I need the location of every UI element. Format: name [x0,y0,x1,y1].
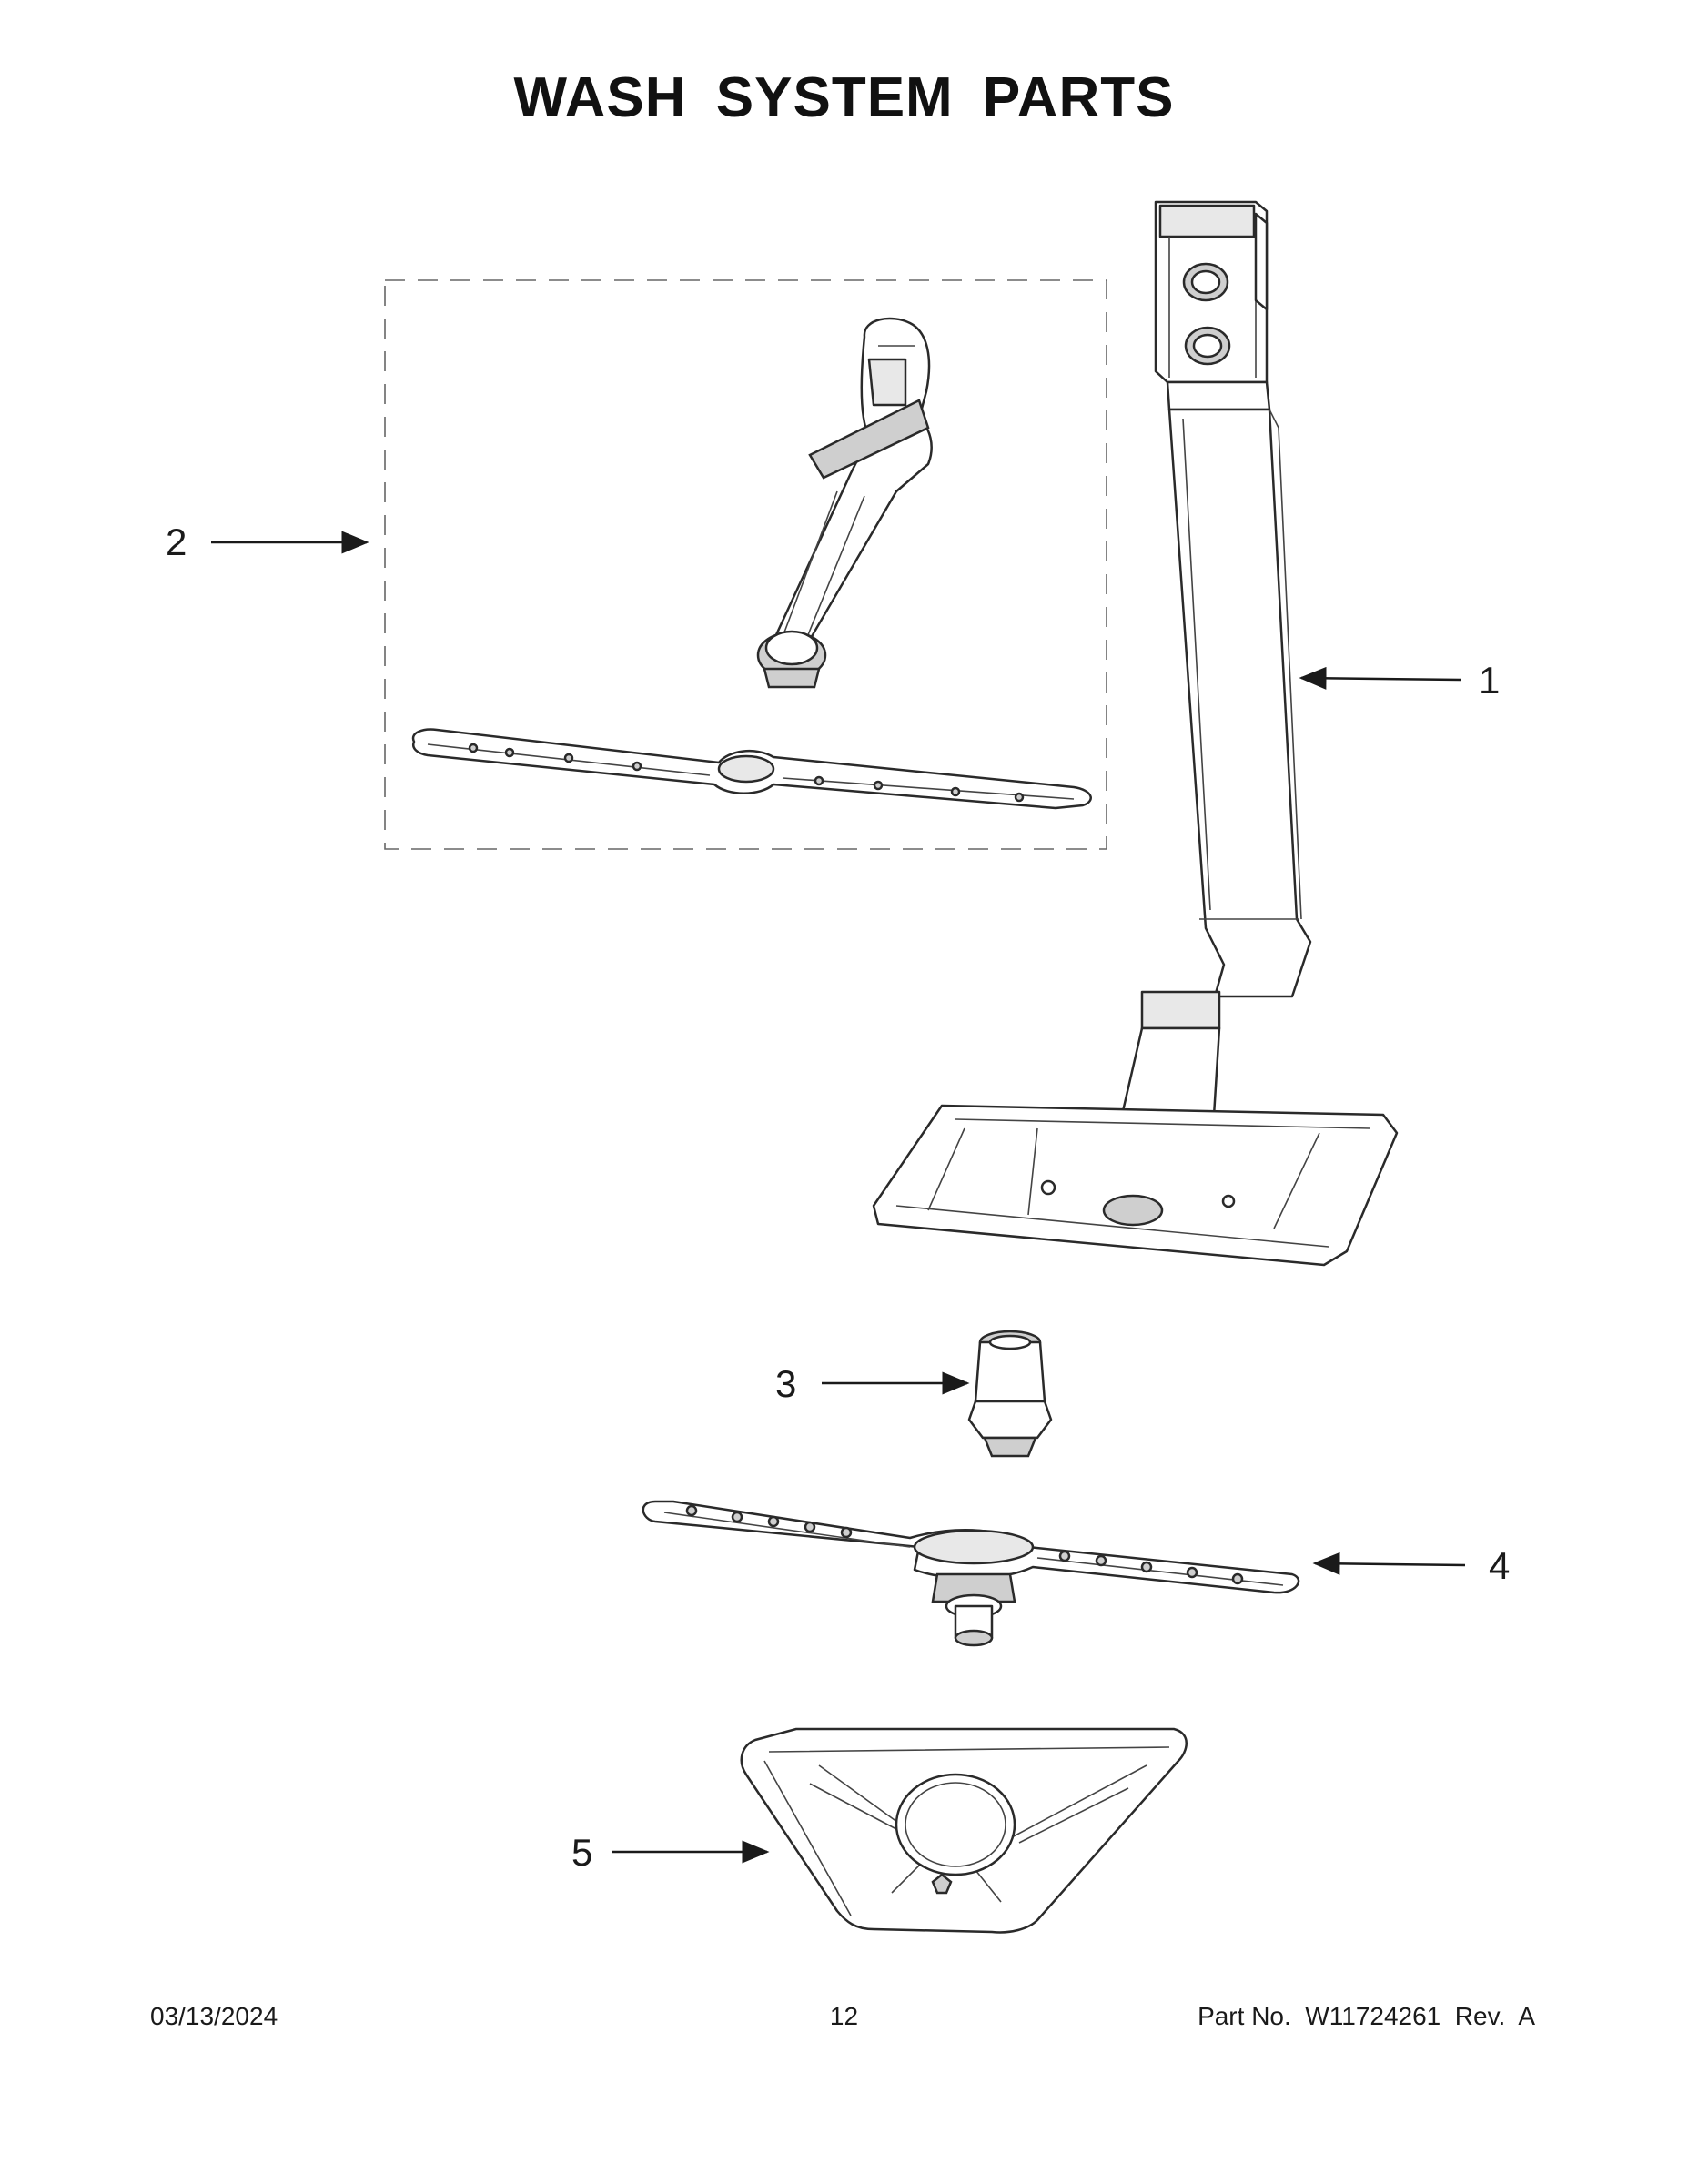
callout-label-1: 1 [1479,659,1500,702]
footer-part-number: Part No. W11724261 Rev. A [1198,2002,1535,2030]
callout-label-4: 4 [1489,1544,1510,1587]
callout-4: 4 [1312,1544,1510,1587]
callout-1: 1 [1299,659,1500,702]
callout-label-3: 3 [775,1362,796,1405]
footer-page-number: 12 [829,2002,859,2030]
item-1-supply-tube [872,200,1399,1267]
callout-5: 5 [571,1831,770,1874]
item-2-group-box [384,279,1107,850]
callout-label-2: 2 [166,521,187,563]
item-4-lower-spray-arm [642,1500,1300,1647]
page-title: WASH SYSTEM PARTS [513,66,1175,129]
callout-3: 3 [775,1362,970,1405]
callout-2: 2 [166,521,369,563]
item-3-connector [967,1330,1053,1458]
footer-date: 03/13/2024 [150,2002,278,2030]
item-2-upper-spray-arm-assembly [411,317,1092,810]
item-5-deflector-plate [740,1727,1188,1934]
callout-label-5: 5 [571,1831,592,1874]
